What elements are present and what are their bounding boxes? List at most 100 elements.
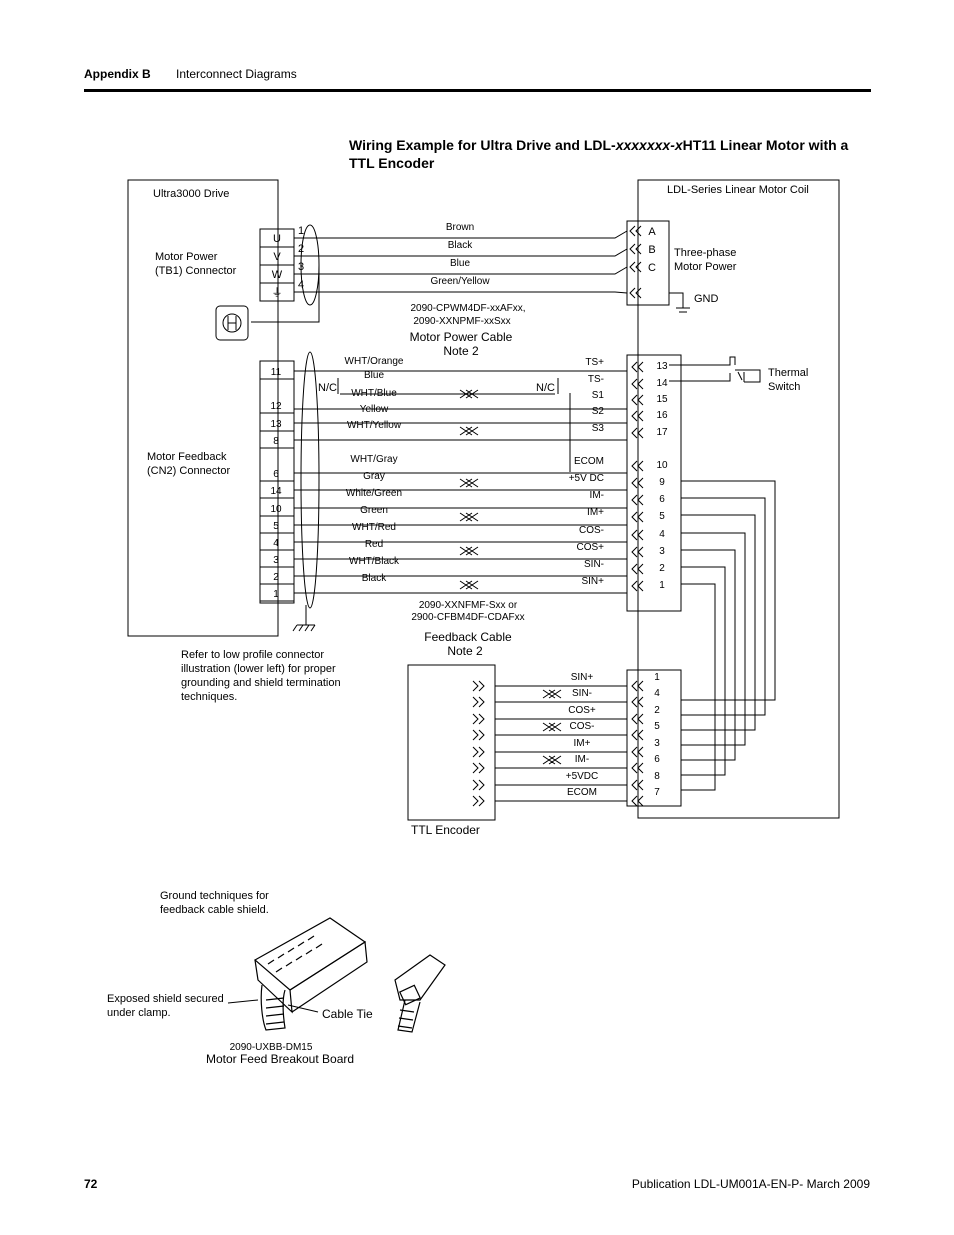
nc-label: N/C	[318, 382, 337, 394]
connector-contact	[631, 378, 644, 390]
motor-feedback-pin: 5	[659, 511, 665, 522]
connector-contact	[472, 713, 485, 725]
tb1-pin: W	[272, 269, 283, 281]
wire-number: 2	[298, 243, 304, 255]
wire-number: 4	[298, 279, 304, 291]
connector-contact	[631, 410, 644, 422]
cn2-pin: 2	[273, 572, 279, 583]
motor-feedback-pin: 9	[659, 477, 665, 488]
connector-contact	[631, 494, 644, 506]
twist-pair	[459, 546, 479, 556]
ttl-encoder-box	[407, 664, 496, 821]
motor-signal: TS+	[585, 357, 604, 368]
encoder-motor-pin: 4	[654, 688, 660, 699]
figure-title: Wiring Example for Ultra Drive and LDL-x…	[349, 137, 849, 171]
feedback-wire-label: WHT/Red	[352, 522, 396, 533]
motor-feedback-pin: 17	[656, 427, 668, 438]
phase-connector	[626, 220, 670, 306]
encoder-motor-pin: 5	[654, 721, 660, 732]
tb1-pin: U	[273, 233, 281, 245]
thermal-label: Thermal	[768, 367, 808, 379]
twist-pair	[459, 389, 479, 399]
encoder-motor-pin: 8	[654, 771, 660, 782]
motor-signal: IM+	[587, 507, 604, 518]
connector-contact	[631, 746, 644, 758]
connector-contact	[631, 729, 644, 741]
section-label: Appendix B	[84, 67, 151, 81]
connector-contact	[472, 729, 485, 741]
breakout-board-illustration	[253, 917, 446, 1033]
phase-label: Motor Power	[674, 261, 737, 273]
cn2-pin: 12	[270, 401, 282, 412]
encoder-motor-pin: 3	[654, 738, 660, 749]
motor-feedback-pin: 3	[659, 546, 665, 557]
ground-caption: Ground techniques for	[160, 890, 269, 902]
twist-pair	[459, 478, 479, 488]
motor-signal: COS-	[579, 525, 604, 536]
power-wire	[294, 230, 628, 239]
encoder-motor-pin: 6	[654, 754, 660, 765]
motor-feedback-pin: 2	[659, 563, 665, 574]
motor-feedback-pin: 15	[656, 394, 668, 405]
encoder-signal: IM+	[574, 738, 591, 749]
tb1-label: (TB1) Connector	[155, 265, 237, 277]
wire-number: 3	[298, 261, 304, 273]
encoder-signal: COS+	[568, 705, 596, 716]
motor-signal: +5V DC	[569, 473, 604, 484]
feedback-wire-label: Red	[365, 539, 383, 550]
cn2-pin: 3	[273, 555, 279, 566]
feedback-wire-label: Yellow	[360, 404, 389, 415]
twist-pair	[542, 689, 562, 699]
encoder-motor-pin: 1	[654, 672, 660, 683]
motor-box	[637, 179, 840, 819]
twist-pair	[459, 512, 479, 522]
motor-internal-wire	[681, 514, 756, 731]
cn2-pin: 10	[270, 504, 282, 515]
drive-title: Ultra3000 Drive	[153, 188, 229, 200]
refer-note: grounding and shield termination	[181, 677, 341, 689]
feedback-wire-label: White/Green	[346, 488, 402, 499]
twist-pair	[459, 580, 479, 590]
phase-pin: B	[648, 244, 655, 256]
feedback-wire-label: WHT/Orange	[345, 356, 404, 367]
power-wire	[294, 291, 628, 294]
motor-signal: IM-	[590, 490, 604, 501]
cn2-pin: 4	[273, 538, 279, 549]
tb1-pin: V	[273, 251, 281, 263]
connector-contact	[631, 361, 644, 373]
cn2-pin: 14	[270, 486, 282, 497]
feedback-wire-label: Blue	[364, 370, 384, 381]
motor-signal: S3	[592, 423, 605, 434]
connector-contact	[629, 225, 642, 237]
feedback-wire-label: WHT/Black	[349, 556, 400, 567]
power-cable-part: 2090-CPWM4DF-xxAFxx,	[410, 303, 525, 314]
connector-contact	[631, 477, 644, 489]
motor-internal-wire	[681, 532, 746, 746]
motor-signal: S1	[592, 390, 605, 401]
connector-contact	[631, 696, 644, 708]
encoder-signal: COS-	[570, 721, 595, 732]
connector-contact	[472, 762, 485, 774]
connector-contact	[629, 287, 642, 299]
cn2-connector	[259, 360, 295, 604]
motor-internal-wire	[681, 583, 716, 791]
cn2-label: Motor Feedback	[147, 451, 227, 463]
nc-label: N/C	[536, 382, 555, 394]
drive-box	[127, 179, 279, 637]
phase-pin: C	[648, 262, 656, 274]
cn2-pin: 5	[273, 521, 279, 532]
connector-contact	[631, 680, 644, 692]
power-wire	[294, 266, 628, 275]
twist-pair	[542, 755, 562, 765]
motor-title: LDL-Series Linear Motor Coil	[667, 184, 809, 196]
twist-pair	[459, 426, 479, 436]
connector-contact	[472, 680, 485, 692]
connector-contact	[472, 779, 485, 791]
page-number: 72	[84, 1177, 98, 1191]
feedback-cable-part: 2900-CFBM4DF-CDAFxx	[411, 612, 524, 623]
connector-contact	[631, 713, 644, 725]
cn2-pin: 6	[273, 469, 279, 480]
encoder-label: TTL Encoder	[411, 823, 480, 837]
connector-contact	[472, 746, 485, 758]
motor-feedback-pin: 4	[659, 529, 665, 540]
